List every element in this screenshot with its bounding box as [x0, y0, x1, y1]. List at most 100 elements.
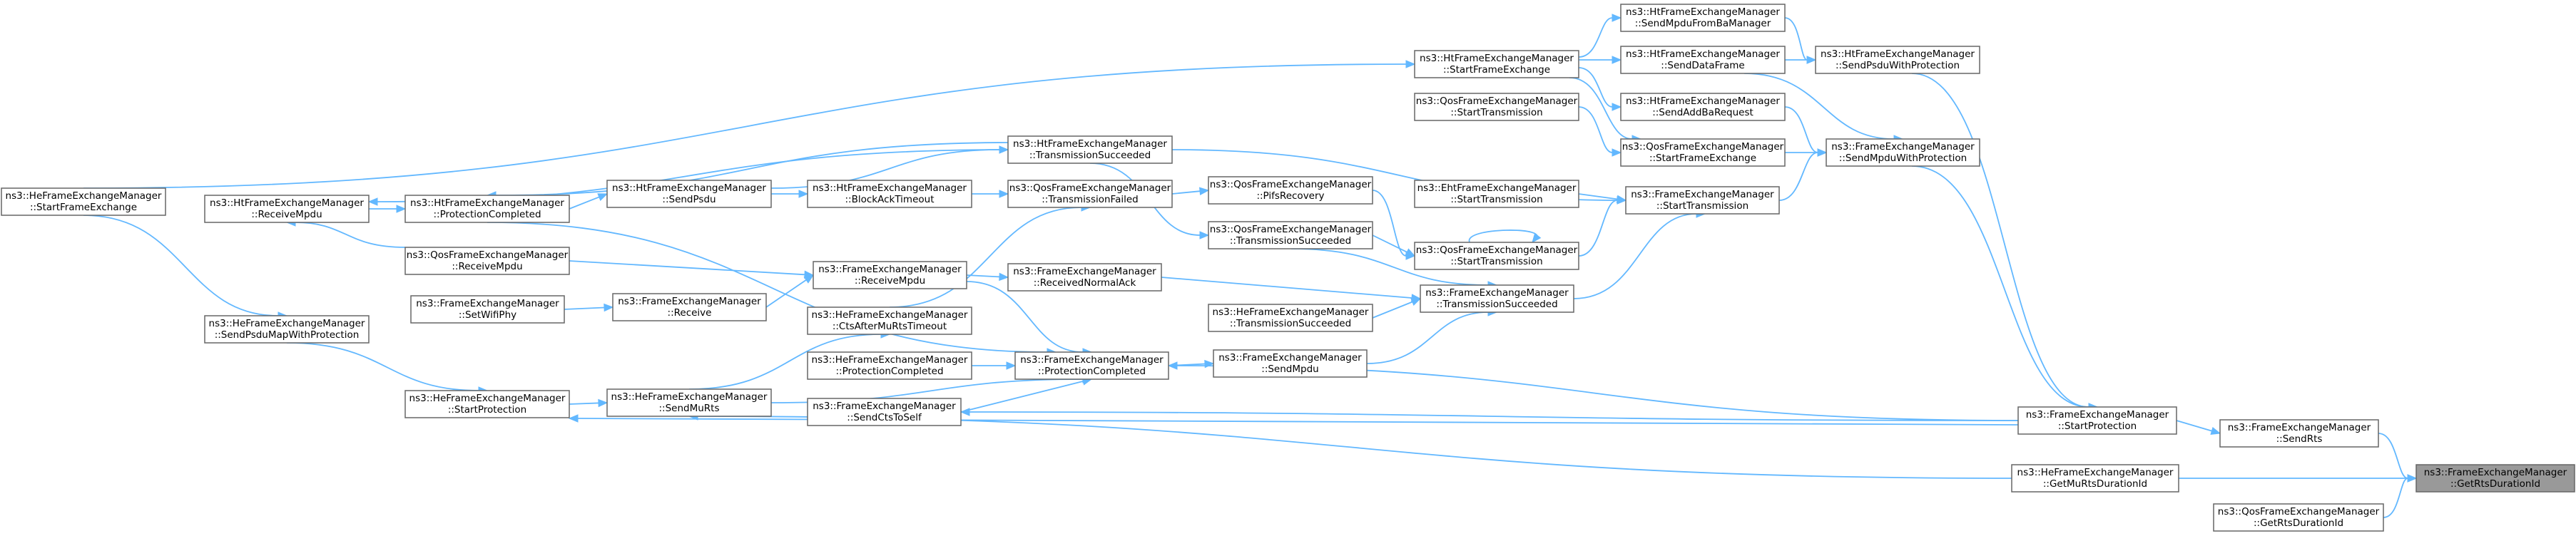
node-setwifiphy[interactable]: ns3::FrameExchangeManager::SetWifiPhy [410, 295, 565, 324]
node-method-label: ::SetWifiPhy [459, 309, 516, 321]
node-ht-sendpsduwithprotection[interactable]: ns3::HtFrameExchangeManager::SendPsduWit… [1815, 46, 1980, 74]
node-box [1420, 284, 1574, 313]
node-class-label: ns3::FrameExchangeManager [1020, 354, 1164, 366]
node-ht-blockacktimeout[interactable]: ns3::HtFrameExchangeManager::BlockAckTim… [807, 180, 972, 208]
node-box [807, 398, 962, 426]
node-box [606, 388, 772, 417]
edge-ht_blockacktimeout-to-qos_transfailed [972, 190, 1009, 198]
node-ht-senddataframe[interactable]: ns3::HtFrameExchangeManager::SendDataFra… [1620, 46, 1786, 74]
node-ht-receivempdu[interactable]: ns3::HtFrameExchangeManager::ReceiveMpdu [204, 195, 370, 223]
node-ht-protectioncompleted[interactable]: ns3::HtFrameExchangeManager::ProtectionC… [404, 195, 570, 223]
node-class-label: ns3::FrameExchangeManager [1013, 266, 1156, 277]
node-ht-startframeexchange[interactable]: ns3::HtFrameExchangeManager::StartFrameE… [1414, 50, 1579, 78]
node-method-label: ::GetRtsDurationId [2450, 478, 2540, 490]
edge-ht_receivempdu-to-ht_protcompleted [369, 205, 407, 213]
node-box [1208, 221, 1373, 249]
node-ht-sendpsdu[interactable]: ns3::HtFrameExchangeManager::SendPsdu [606, 180, 772, 208]
node-method-label: ::SendDataFrame [1661, 60, 1744, 71]
node-method-label: ::ReceiveMpdu [855, 275, 925, 287]
node-box [1414, 93, 1579, 121]
node-class-label: ns3::HeFrameExchangeManager [812, 354, 968, 366]
node-class-label: ns3::FrameExchangeManager [1425, 287, 1569, 299]
node-sendmpdu[interactable]: ns3::FrameExchangeManager::SendMpdu [1213, 349, 1368, 378]
node-box [807, 351, 972, 380]
node-method-label: ::ReceiveMpdu [452, 261, 522, 272]
node-protectioncompleted[interactable]: ns3::FrameExchangeManager::ProtectionCom… [1014, 351, 1169, 380]
node-he-getmurtsdurationid[interactable]: ns3::HeFrameExchangeManager::GetMuRtsDur… [2011, 464, 2179, 493]
node-transmissionsucceeded[interactable]: ns3::FrameExchangeManager::TransmissionS… [1420, 284, 1574, 313]
node-qos-transmissionfailed[interactable]: ns3::QosFrameExchangeManager::Transmissi… [1007, 180, 1173, 208]
node-method-label: ::SendPsdu [662, 194, 716, 205]
edge-qos_receivempdu-to-ht_receivempdu [285, 218, 406, 248]
node-he-startframeexchange[interactable]: ns3::HeFrameExchangeManager::StartFrameE… [1, 187, 166, 216]
edge-he_ctsafter-to-qos_transfailed [889, 203, 1091, 308]
node-box [404, 247, 570, 275]
node-getrtsdurationid-root: ns3::FrameExchangeManager::GetRtsDuratio… [2415, 464, 2575, 493]
node-method-label: ::StartFrameExchange [1443, 64, 1550, 76]
node-sendmpduwithprotection[interactable]: ns3::FrameExchangeManager::SendMpduWithP… [1826, 138, 1980, 167]
node-ht-sendaddbarequest[interactable]: ns3::HtFrameExchangeManager::SendAddBaRe… [1620, 93, 1786, 121]
node-he-sendpsdumapwithprotection[interactable]: ns3::HeFrameExchangeManager::SendPsduMap… [204, 315, 370, 344]
node-he-sendmurts[interactable]: ns3::HeFrameExchangeManager::SendMuRts [606, 388, 772, 417]
node-box [2415, 464, 2575, 493]
node-qos-starttransmission-b[interactable]: ns3::QosFrameExchangeManager::StartTrans… [1414, 242, 1579, 270]
edge-startprotection-to-sendrts [2176, 420, 2221, 435]
node-ht-sendmpdufrombamanager[interactable]: ns3::HtFrameExchangeManager::SendMpduFro… [1620, 4, 1786, 32]
edge-he_startfe-to-ht_startfe [83, 60, 1416, 189]
node-method-label: ::StartProtection [448, 404, 526, 416]
edge-ht_sendaddba-to-sendmpduwp [1784, 106, 1828, 157]
node-he-protectioncompleted[interactable]: ns3::HeFrameExchangeManager::ProtectionC… [807, 351, 972, 380]
node-box [612, 293, 767, 321]
node-box [204, 315, 370, 344]
node-class-label: ns3::QosFrameExchangeManager [1210, 179, 1372, 190]
node-box [1208, 176, 1373, 205]
node-class-label: ns3::QosFrameExchangeManager [1009, 182, 1171, 194]
node-box [813, 261, 967, 289]
node-box [1815, 46, 1980, 74]
node-class-label: ns3::HeFrameExchangeManager [1213, 306, 1369, 318]
edge-qos_getrts-to-root [2383, 474, 2418, 518]
node-he-transmissionsucceeded[interactable]: ns3::HeFrameExchangeManager::Transmissio… [1208, 304, 1373, 332]
node-sendrts[interactable]: ns3::FrameExchangeManager::SendRts [2219, 419, 2379, 448]
node-class-label: ns3::HtFrameExchangeManager [813, 182, 967, 194]
node-class-label: ns3::FrameExchangeManager [1218, 352, 1362, 364]
node-receivempdu[interactable]: ns3::FrameExchangeManager::ReceiveMpdu [813, 261, 967, 289]
node-box [2017, 406, 2177, 435]
node-qos-transmissionsucceeded[interactable]: ns3::QosFrameExchangeManager::Transmissi… [1208, 221, 1373, 249]
node-class-label: ns3::HtFrameExchangeManager [1821, 48, 1975, 60]
node-eht-starttransmission[interactable]: ns3::EhtFrameExchangeManager::StartTrans… [1414, 180, 1579, 208]
node-starttransmission[interactable]: ns3::FrameExchangeManager::StartTransmis… [1625, 186, 1780, 215]
node-qos-receivempdu[interactable]: ns3::QosFrameExchangeManager::ReceiveMpd… [404, 247, 570, 275]
node-method-label: ::SendAddBaRequest [1652, 107, 1753, 118]
node-he-startprotection[interactable]: ns3::HeFrameExchangeManager::StartProtec… [404, 390, 570, 418]
node-class-label: ns3::HeFrameExchangeManager [409, 393, 566, 404]
node-class-label: ns3::QosFrameExchangeManager [407, 249, 569, 261]
edge-ht_startfe-to-ht_sendaddba [1578, 67, 1622, 111]
edge-receivempdu-to-protcompleted [966, 281, 1093, 356]
node-class-label: ns3::HtFrameExchangeManager [1626, 48, 1780, 60]
node-class-label: ns3::HeFrameExchangeManager [6, 190, 162, 202]
node-qos-pifsrecovery[interactable]: ns3::QosFrameExchangeManager::PifsRecove… [1208, 176, 1373, 205]
node-qos-starttransmission-a[interactable]: ns3::QosFrameExchangeManager::StartTrans… [1414, 93, 1579, 121]
call-graph-nodes: ns3::FrameExchangeManager::GetRtsDuratio… [1, 4, 2575, 532]
node-method-label: ::SendMpduWithProtection [1839, 153, 1967, 164]
node-qos-getrtsdurationid[interactable]: ns3::QosFrameExchangeManager::GetRtsDura… [2213, 503, 2384, 532]
node-receivednormalack[interactable]: ns3::FrameExchangeManager::ReceivedNorma… [1007, 263, 1162, 292]
edge-setwifiphy-to-receive [564, 303, 614, 312]
node-class-label: ns3::QosFrameExchangeManager [1416, 244, 1578, 256]
node-box [606, 180, 772, 208]
node-he-ctsaftermurtstimeout[interactable]: ns3::HeFrameExchangeManager::CtsAfterMuR… [807, 306, 972, 335]
node-startprotection[interactable]: ns3::FrameExchangeManager::StartProtecti… [2017, 406, 2177, 435]
node-method-label: ::ProtectionCompleted [433, 209, 541, 220]
edge-ht_protcompleted-to-ht_sendpsdu [569, 193, 609, 210]
node-class-label: ns3::HeFrameExchangeManager [2017, 467, 2174, 478]
node-class-label: ns3::EhtFrameExchangeManager [1417, 182, 1577, 194]
node-ht-transmissionsucceeded[interactable]: ns3::HtFrameExchangeManager::Transmissio… [1007, 135, 1173, 164]
edge-ht_senddataframe-to-ht_sendpsduwp [1785, 56, 1817, 64]
node-sendctstoself[interactable]: ns3::FrameExchangeManager::SendCtsToSelf [807, 398, 962, 426]
node-box [1625, 186, 1780, 215]
node-box [807, 180, 972, 208]
node-receive[interactable]: ns3::FrameExchangeManager::Receive [612, 293, 767, 321]
node-qos-startframeexchange[interactable]: ns3::QosFrameExchangeManager::StartFrame… [1620, 138, 1786, 167]
edge-ht_sendpsdu-to-ht_blockacktimeout [771, 190, 809, 198]
